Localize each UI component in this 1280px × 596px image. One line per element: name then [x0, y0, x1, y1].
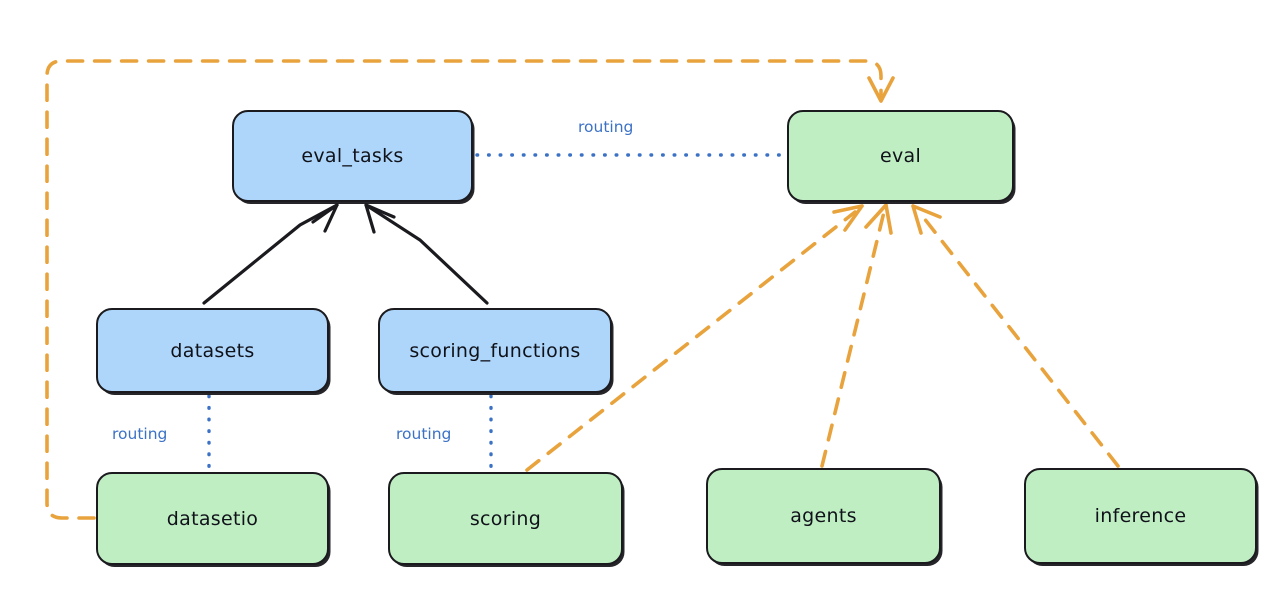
node-datasetio[interactable]: datasetio [96, 472, 329, 565]
node-label: eval_tasks [301, 145, 404, 167]
node-scoring[interactable]: scoring [388, 472, 623, 565]
edge-scoring-to-eval [525, 204, 864, 472]
edge-label-routing-datasets-datasetio: routing [112, 425, 168, 443]
node-inference[interactable]: inference [1024, 468, 1257, 564]
edge-label-routing-scoring-functions-scoring: routing [396, 425, 452, 443]
node-label: datasetio [166, 507, 259, 530]
node-label: datasets [170, 339, 255, 362]
edge-agents-to-eval [820, 203, 893, 468]
node-datasets[interactable]: datasets [96, 308, 329, 393]
edge-scoring-functions-to-eval-tasks [364, 203, 489, 305]
node-eval[interactable]: eval [787, 110, 1014, 202]
node-label: scoring_functions [409, 339, 581, 362]
node-scoring-functions[interactable]: scoring_functions [378, 308, 612, 393]
edge-datasetio-to-eval [45, 59, 895, 520]
edge-datasets-to-eval-tasks [202, 203, 339, 305]
node-agents[interactable]: agents [706, 468, 941, 564]
node-label: agents [790, 505, 857, 527]
node-label: eval [879, 145, 922, 167]
edge-label-routing-eval-tasks-eval: routing [578, 118, 634, 136]
node-label: scoring [469, 507, 542, 530]
node-eval-tasks[interactable]: eval_tasks [232, 110, 473, 202]
edge-inference-to-eval [911, 204, 1120, 468]
node-label: inference [1094, 505, 1187, 527]
